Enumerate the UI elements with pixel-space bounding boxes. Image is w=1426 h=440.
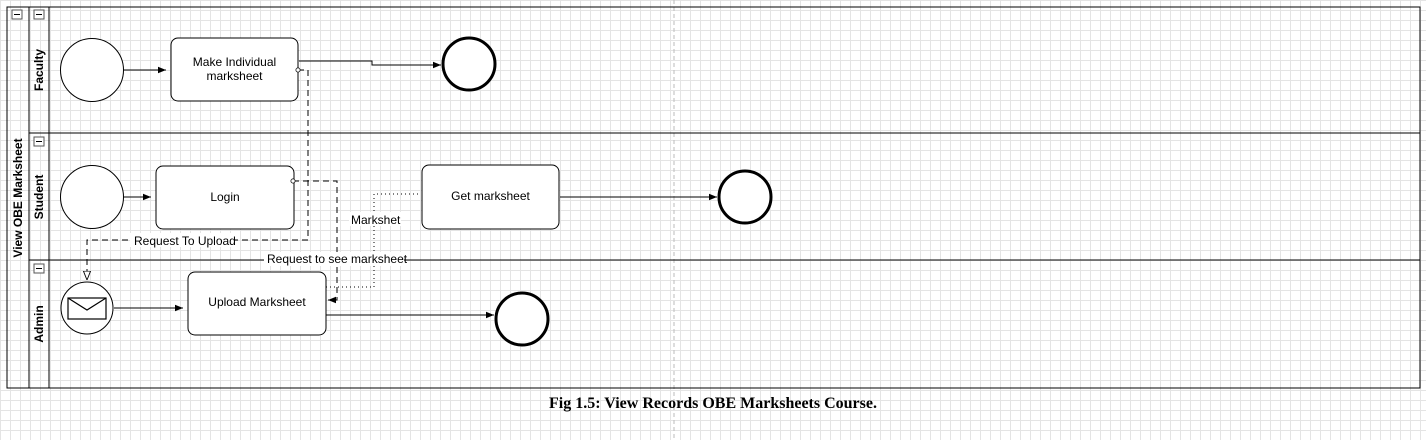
- association-marksheet[interactable]: [326, 193, 420, 288]
- end-event-faculty[interactable]: [441, 36, 497, 92]
- task-get-marksheet[interactable]: Get marksheet: [421, 164, 560, 230]
- lane-label: Faculty: [32, 49, 46, 91]
- lane-admin[interactable]: Admin: [32, 263, 46, 343]
- lane-label: Admin: [32, 305, 46, 342]
- task-label: Make Individual: [193, 55, 276, 69]
- message-start-event-admin[interactable]: [60, 281, 114, 335]
- task-make-marksheet[interactable]: Make Individual marksheet: [170, 37, 299, 102]
- flow-label-marksheet: Markshet: [351, 213, 401, 227]
- sequence-flow[interactable]: [299, 60, 441, 69]
- task-login[interactable]: Login: [155, 165, 295, 230]
- task-label: Upload Marksheet: [208, 295, 306, 309]
- end-event-admin[interactable]: [494, 291, 550, 347]
- task-upload-marksheet[interactable]: Upload Marksheet: [187, 271, 327, 336]
- task-label: Get marksheet: [451, 189, 530, 203]
- figure-caption: Fig 1.5: View Records OBE Marksheets Cou…: [549, 395, 877, 412]
- flow-label-request-to-upload: Request To Upload: [134, 234, 236, 248]
- lane-label: Student: [32, 175, 46, 220]
- pool[interactable]: View OBE Marksheet: [6, 6, 1421, 389]
- end-event-student[interactable]: [717, 169, 773, 225]
- pool-title: View OBE Marksheet: [11, 138, 25, 257]
- flow-label-bg: [130, 233, 234, 247]
- start-event-faculty[interactable]: [60, 38, 124, 102]
- envelope-icon: [67, 297, 107, 320]
- flow-label-request-to-see: Request to see marksheet: [267, 252, 408, 266]
- message-flow-request-to-see[interactable]: [290, 178, 338, 304]
- task-label: marksheet: [206, 69, 263, 83]
- flow-label-bg: [349, 212, 401, 226]
- flow-label-bg: [264, 252, 404, 266]
- task-label: Login: [210, 190, 239, 204]
- start-event-student[interactable]: [60, 165, 124, 229]
